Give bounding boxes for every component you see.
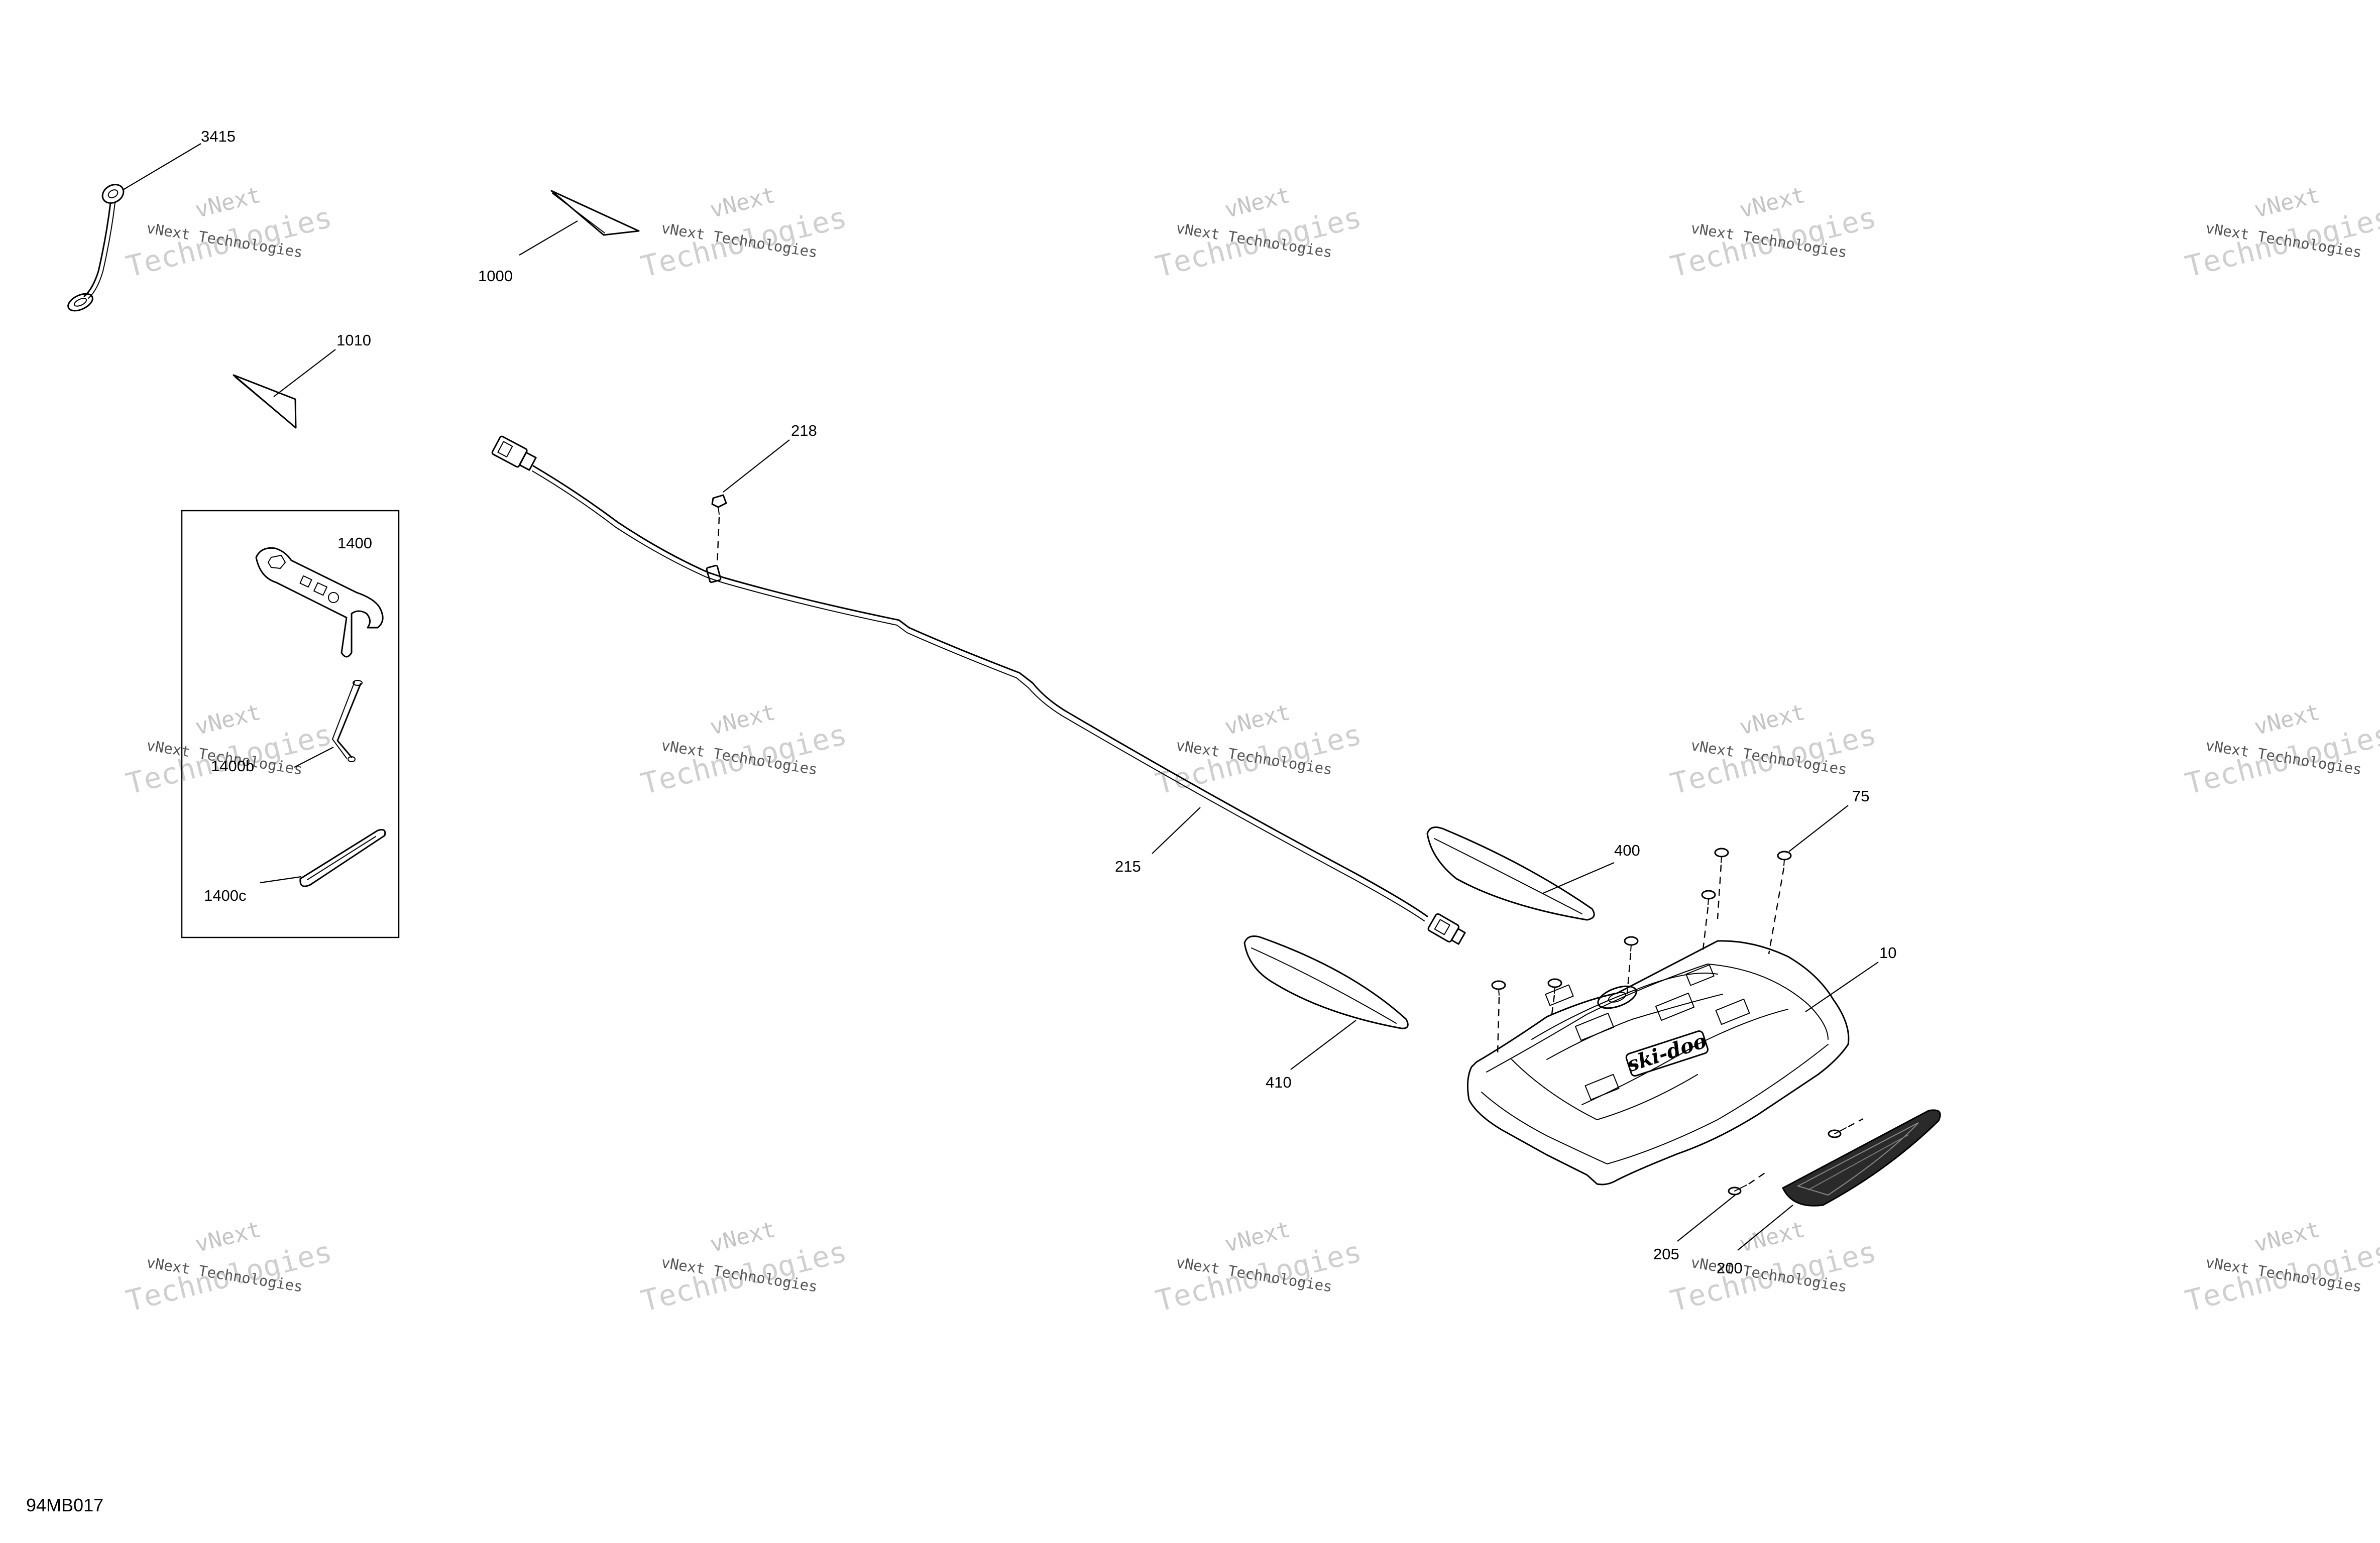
- svg-text:vNext: vNext: [1222, 182, 1293, 223]
- part-410-decal[interactable]: [1243, 935, 1409, 1029]
- watermark: vNext Technologies vNext Technologies: [2182, 182, 2380, 284]
- screw: [1714, 848, 1729, 919]
- screw: [1491, 980, 1506, 1055]
- part-205-screws[interactable]: [1728, 1118, 1864, 1196]
- logo: ski-doo: [1624, 1029, 1710, 1077]
- svg-text:vNext: vNext: [1222, 699, 1293, 741]
- callout-215: 215: [1115, 858, 1141, 875]
- tool-kit-box: [181, 510, 400, 938]
- callout-218: 218: [791, 422, 817, 439]
- watermark: vNext Technologies vNext Technologies: [1667, 182, 1880, 284]
- part-75-screws[interactable]: [1491, 848, 1792, 1055]
- part-1400c-strap[interactable]: [299, 828, 386, 887]
- part-3415-tether-cord[interactable]: [66, 181, 127, 314]
- screw: [1624, 936, 1639, 995]
- watermark: vNext Technologies vNext Technologies: [123, 699, 335, 801]
- callout-400: 400: [1614, 842, 1640, 859]
- screw: [1728, 1170, 1768, 1196]
- part-10-rear-cover[interactable]: ski-doo: [1466, 940, 1850, 1185]
- watermark: vNext Technologies vNext Technologies: [638, 699, 850, 801]
- watermark: vNext Technologies vNext Technologies: [2182, 699, 2380, 801]
- callout-1400c: 1400c: [204, 887, 246, 904]
- screw: [1768, 851, 1792, 955]
- callout-10: 10: [1879, 944, 1896, 962]
- callout-200: 200: [1717, 1259, 1743, 1277]
- svg-text:vNext: vNext: [1737, 182, 1807, 223]
- part-1400-spark-plug-wrench[interactable]: [255, 547, 384, 658]
- part-1010-decal[interactable]: [233, 374, 297, 429]
- svg-text:ski-doo: ski-doo: [1624, 1029, 1710, 1077]
- svg-text:vNext: vNext: [707, 1217, 778, 1258]
- callout-3415: 3415: [201, 128, 236, 145]
- callout-1000: 1000: [478, 267, 513, 285]
- svg-text:vNext: vNext: [2251, 182, 2322, 223]
- screw: [1828, 1118, 1864, 1138]
- screw: [1547, 978, 1562, 1015]
- svg-text:vNext: vNext: [2251, 1217, 2322, 1258]
- part-200-reflector[interactable]: [1782, 1109, 1941, 1207]
- callout-1010: 1010: [336, 331, 371, 349]
- part-1400b-hex-key[interactable]: [332, 680, 363, 762]
- callout-410: 410: [1266, 1074, 1292, 1091]
- watermark: vNext Technologies vNext Technologies: [638, 1217, 850, 1319]
- part-218-push-clip[interactable]: [711, 494, 727, 515]
- callout-205: 205: [1653, 1245, 1679, 1263]
- watermark: vNext Technologies vNext Technologies: [123, 182, 335, 284]
- part-215-wiring-harness[interactable]: [491, 435, 1466, 947]
- watermark: vNext Technologies vNext Technologies: [1153, 182, 1365, 284]
- svg-text:vNext: vNext: [192, 182, 263, 223]
- screw: [1701, 890, 1716, 955]
- svg-text:vNext: vNext: [707, 699, 778, 741]
- callout-75: 75: [1852, 787, 1869, 805]
- callout-1400b: 1400b: [211, 757, 254, 775]
- svg-text:vNext: vNext: [2251, 699, 2322, 741]
- svg-text:vNext: vNext: [192, 1217, 263, 1258]
- svg-text:vNext: vNext: [707, 182, 778, 223]
- part-1000-decal[interactable]: [550, 190, 640, 236]
- svg-text:vNext: vNext: [192, 699, 263, 741]
- svg-text:vNext: vNext: [1737, 699, 1807, 741]
- watermark: vNext Technologies vNext Technologies: [1153, 1217, 1365, 1319]
- watermark-layer: vNext Technologies vNext Technologies vN…: [123, 182, 2380, 1319]
- watermark: vNext Technologies vNext Technologies: [2182, 1217, 2380, 1319]
- watermark: vNext Technologies vNext Technologies: [123, 1217, 335, 1319]
- watermark: vNext Technologies vNext Technologies: [1667, 1217, 1880, 1319]
- svg-text:vNext: vNext: [1222, 1217, 1293, 1258]
- watermark: vNext Technologies vNext Technologies: [638, 182, 850, 284]
- callout-1400: 1400: [337, 534, 372, 552]
- diagram-code: 94MB017: [26, 1495, 103, 1515]
- watermark: vNext Technologies vNext Technologies: [1667, 699, 1880, 801]
- part-400-decal[interactable]: [1426, 826, 1595, 921]
